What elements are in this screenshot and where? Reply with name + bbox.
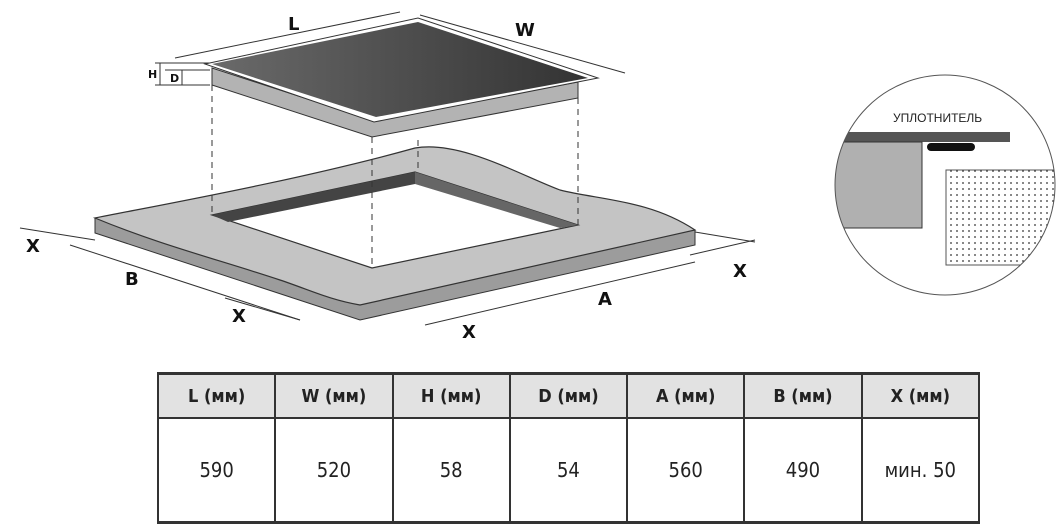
label-L: L	[288, 14, 299, 35]
label-X-front-right: X	[462, 322, 476, 343]
label-W: W	[515, 20, 535, 41]
countertop	[92, 146, 697, 321]
value-X: мин. 50	[860, 417, 981, 524]
header-H: H (мм)	[391, 372, 511, 419]
value-H: 58	[391, 417, 511, 524]
value-D: 54	[508, 417, 629, 524]
dimensions-table: L (мм) W (мм) H (мм) D (мм) A (мм) B (мм…	[156, 372, 981, 524]
value-W: 520	[274, 417, 394, 524]
header-X: X (мм)	[860, 372, 981, 419]
label-X-right: X	[733, 261, 747, 282]
header-A: A (мм)	[626, 372, 746, 419]
header-D: D (мм)	[508, 372, 629, 419]
seal-label: УПЛОТНИТЕЛЬ	[893, 111, 982, 125]
dimension-lines	[19, 11, 756, 326]
table-row: 590 520 58 54 560 490 мин. 50	[156, 417, 981, 524]
header-L: L (мм)	[156, 372, 277, 419]
table-header-row: L (мм) W (мм) H (мм) D (мм) A (мм) B (мм…	[156, 372, 981, 419]
value-A: 560	[626, 417, 746, 524]
header-B: B (мм)	[743, 372, 863, 419]
label-A: A	[598, 289, 612, 310]
value-L: 590	[156, 417, 277, 524]
label-X-left: X	[26, 236, 40, 257]
value-B: 490	[743, 417, 863, 524]
seal-detail: УПЛОТНИТЕЛЬ	[834, 74, 1056, 296]
projection-lines	[211, 85, 579, 268]
hob	[203, 17, 600, 138]
installation-diagram: L W H D X B X X A X УПЛОТНИТЕЛЬ	[19, 11, 1056, 343]
header-W: W (мм)	[274, 372, 394, 419]
label-X-front-left: X	[232, 306, 246, 327]
label-H: H	[148, 68, 157, 81]
label-B: B	[125, 269, 139, 290]
label-D: D	[170, 72, 179, 85]
